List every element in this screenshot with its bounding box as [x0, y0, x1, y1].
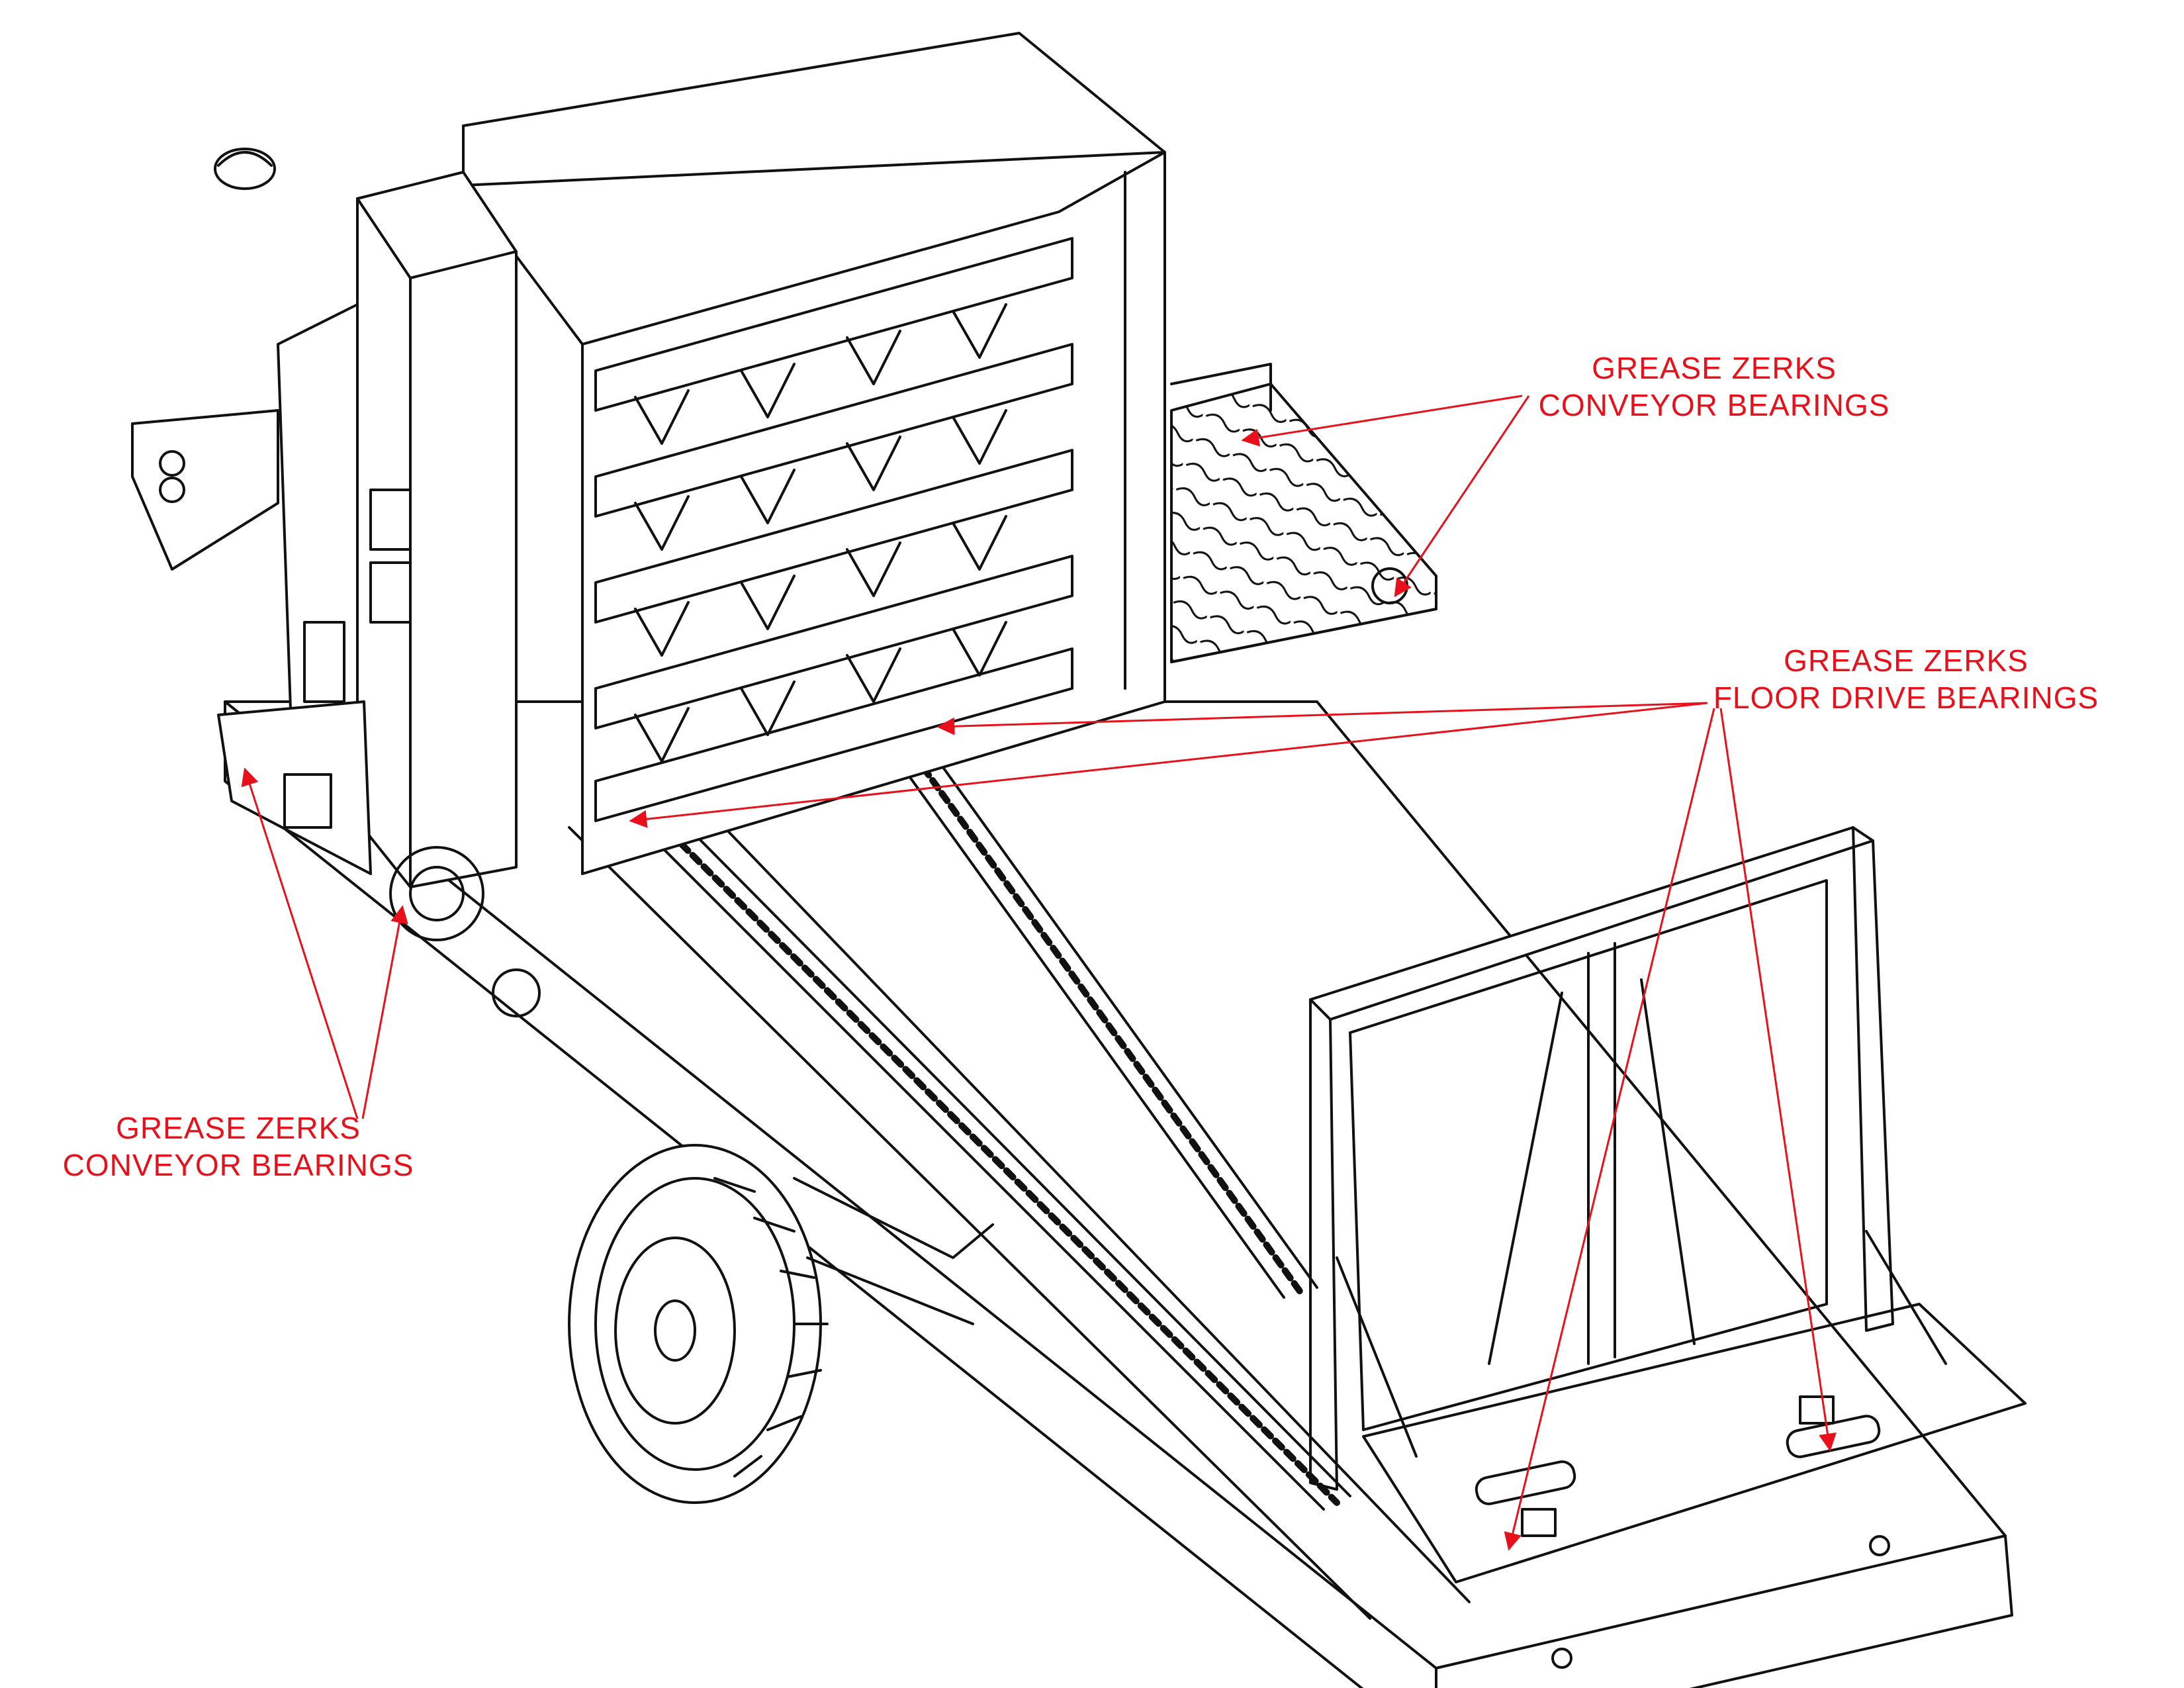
callout-line-2: FLOOR DRIVE BEARINGS: [1713, 680, 2099, 715]
callout-conveyor-bearings-left: GREASE ZERKS CONVEYOR BEARINGS: [53, 1109, 424, 1184]
drive-housing: [356, 171, 518, 888]
callout-line-1: GREASE ZERKS: [116, 1111, 361, 1145]
tongue-hitch: [131, 148, 279, 571]
leader-lines-floor-drive: [629, 702, 1837, 1551]
rear-tray: [1362, 1303, 2026, 1669]
gearbox: [389, 846, 541, 1017]
callout-line-2: CONVEYOR BEARINGS: [62, 1148, 414, 1182]
side-panel: [277, 303, 359, 743]
axle-frame: [793, 1177, 994, 1325]
floor-chain-right: [859, 697, 1318, 1299]
callout-line-1: GREASE ZERKS: [1784, 643, 2028, 678]
cross-conveyor: [1170, 363, 1437, 663]
lower-side-box: [217, 700, 372, 875]
wheel: [568, 1144, 829, 1504]
beater-housing: [462, 32, 1166, 875]
rear-frame: [1309, 826, 1947, 1491]
leader-lines-conveyor-right: [1241, 395, 1530, 598]
callout-line-2: CONVEYOR BEARINGS: [1538, 388, 1890, 422]
callout-floor-drive-bearings: GREASE ZERKS FLOOR DRIVE BEARINGS: [1707, 642, 2105, 716]
callout-line-1: GREASE ZERKS: [1592, 351, 1837, 385]
beater-rows: [594, 237, 1073, 822]
leader-lines-conveyor-left: [241, 767, 408, 1119]
floor-chain-left: [608, 780, 1351, 1511]
callout-conveyor-bearings-right: GREASE ZERKS CONVEYOR BEARINGS: [1522, 350, 1906, 424]
